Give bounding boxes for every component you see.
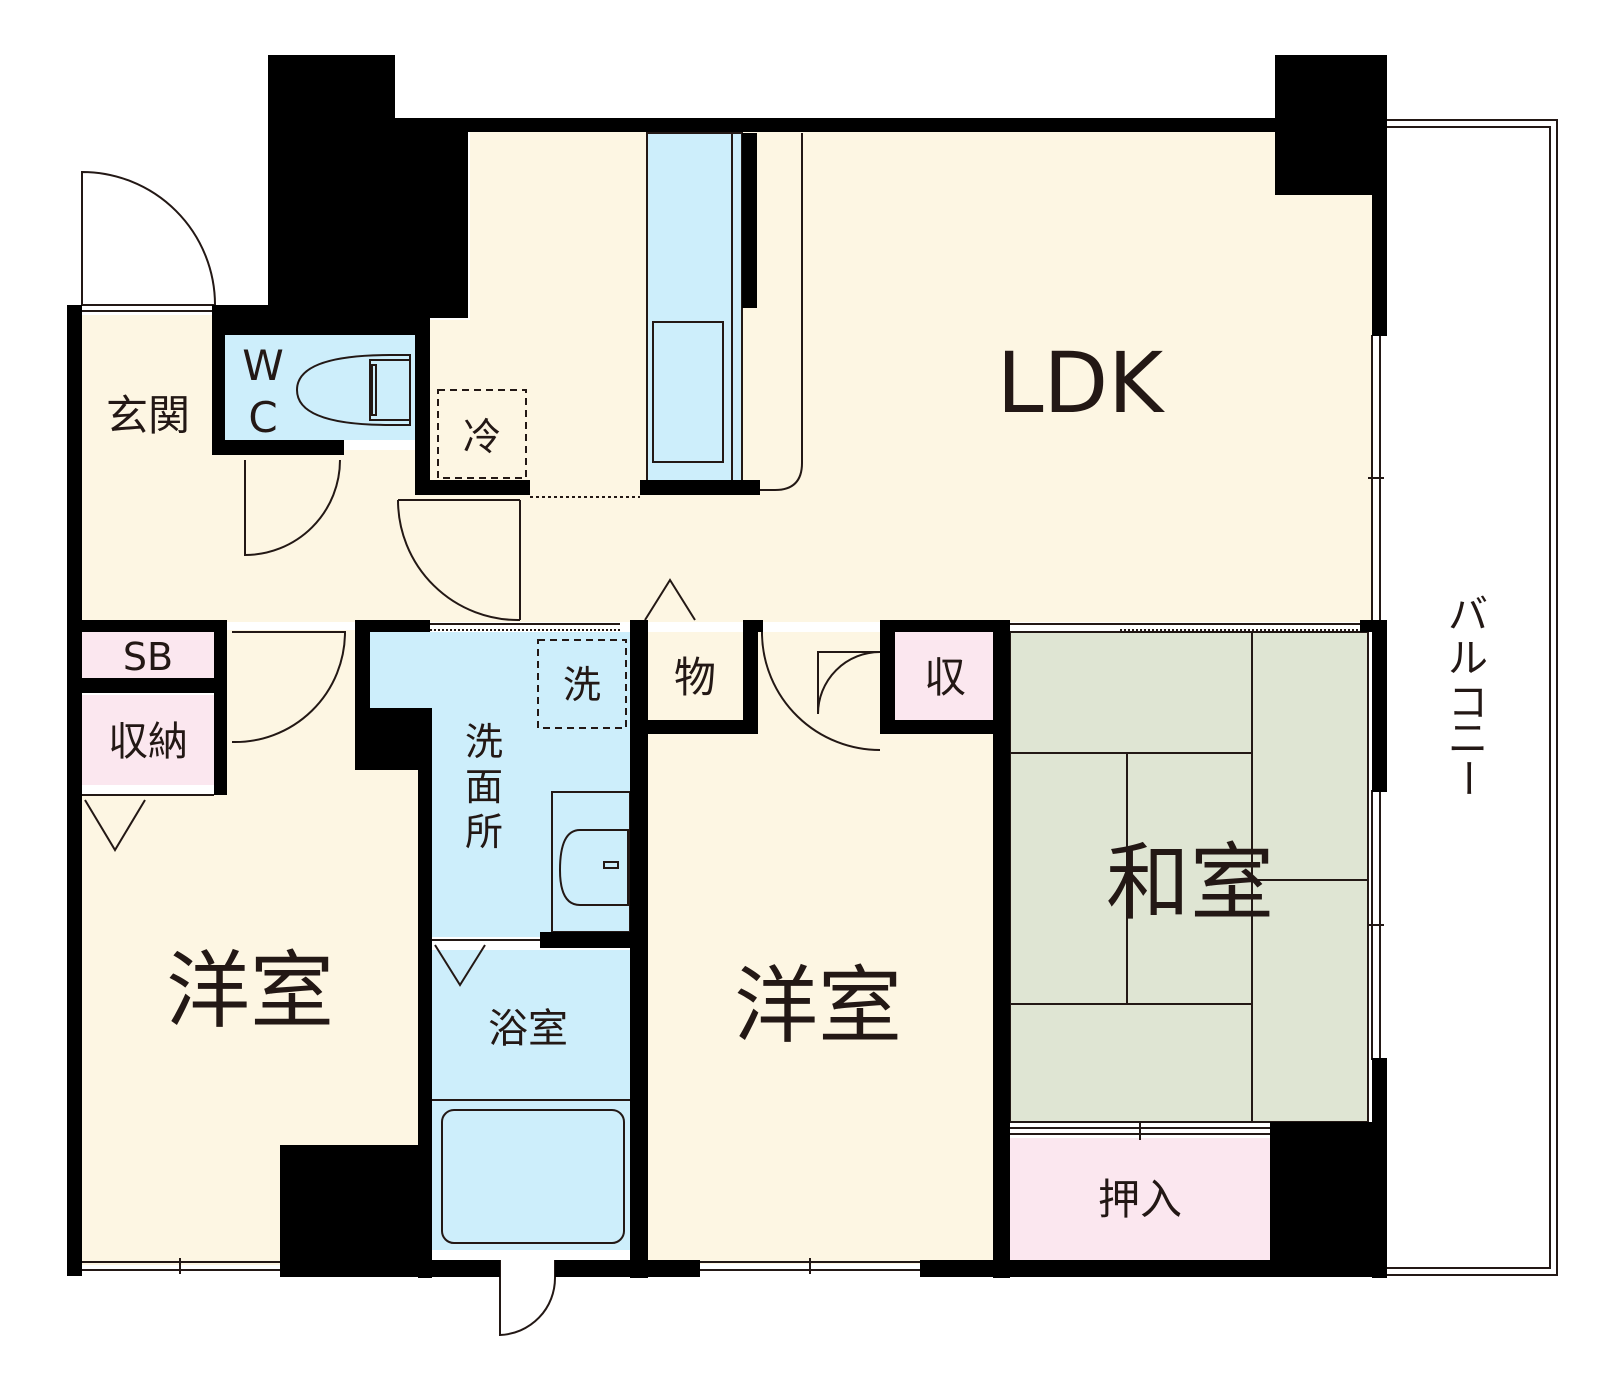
western-center-floor <box>648 632 993 1264</box>
western-left-label: 洋室 <box>166 942 334 1040</box>
bath-arrow-icon <box>434 944 486 987</box>
wc-label-c: C <box>248 393 277 442</box>
washroom-floor <box>370 632 630 937</box>
wc-door <box>244 459 341 557</box>
balcony <box>1385 119 1558 1276</box>
balcony-label-3: コ <box>1448 680 1488 726</box>
hall-floor <box>82 450 420 622</box>
washroom-label-2: 面 <box>465 765 503 809</box>
fridge-label: 冷 <box>463 415 501 459</box>
balcony-label-2: ル <box>1448 636 1488 682</box>
entrance-door <box>81 170 216 306</box>
bathtub-icon <box>441 1109 625 1244</box>
fridge-space <box>437 389 527 479</box>
closet-label: 収納 <box>108 719 188 765</box>
doors <box>81 170 1360 1337</box>
bath-label: 浴室 <box>488 1006 568 1052</box>
ldk-door <box>397 499 521 622</box>
balcony-label-4: ニ <box>1448 716 1488 762</box>
closet-floor <box>82 695 214 785</box>
room-fills <box>82 130 1372 1265</box>
toilet-icon <box>295 354 411 426</box>
entrance-label: 玄関 <box>106 391 190 440</box>
closet-arrow-icon <box>84 799 146 852</box>
wc-floor <box>225 335 415 440</box>
washer-label: 洗 <box>563 663 601 707</box>
shu-door <box>817 651 881 715</box>
sb-label: SB <box>123 635 173 679</box>
ldk-label: LDK <box>997 334 1165 432</box>
ldk-floor <box>420 130 1372 622</box>
sb-floor <box>82 630 214 678</box>
fixtures <box>295 132 1369 1244</box>
japanese-room-label: 和室 <box>1106 834 1274 932</box>
shu-floor <box>895 632 993 720</box>
oshiire-label: 押入 <box>1098 1175 1182 1224</box>
washroom-label-3: 所 <box>465 810 503 854</box>
washroom-label-1: 洗 <box>465 720 503 764</box>
shu-label: 収 <box>924 653 966 702</box>
western-center-label: 洋室 <box>734 957 902 1055</box>
western-left-floor <box>82 630 418 1265</box>
kitchen-sink <box>652 321 724 463</box>
mono-label: 物 <box>674 653 716 702</box>
balcony-label-1: バ <box>1448 592 1488 638</box>
windows <box>82 335 1384 1274</box>
western-left-door <box>231 631 347 744</box>
balcony-label-5: ー <box>1444 758 1490 798</box>
bath-door <box>499 1260 556 1337</box>
walls <box>67 55 1387 1278</box>
western-center-door <box>761 632 881 751</box>
tatami-floor <box>1010 632 1368 1122</box>
ldk-arrow-icon <box>644 578 696 621</box>
labels: LDK 玄関 W C 冷 SB 収納 洗 洗 面 所 浴室 物 収 洋室 洋室 … <box>106 334 1490 1224</box>
kitchen-counter <box>646 132 743 484</box>
wc-label-w: W <box>242 341 284 390</box>
washer-space <box>537 639 627 729</box>
oshiire-floor <box>1010 1138 1270 1260</box>
washbasin-bowl-icon <box>558 829 629 906</box>
